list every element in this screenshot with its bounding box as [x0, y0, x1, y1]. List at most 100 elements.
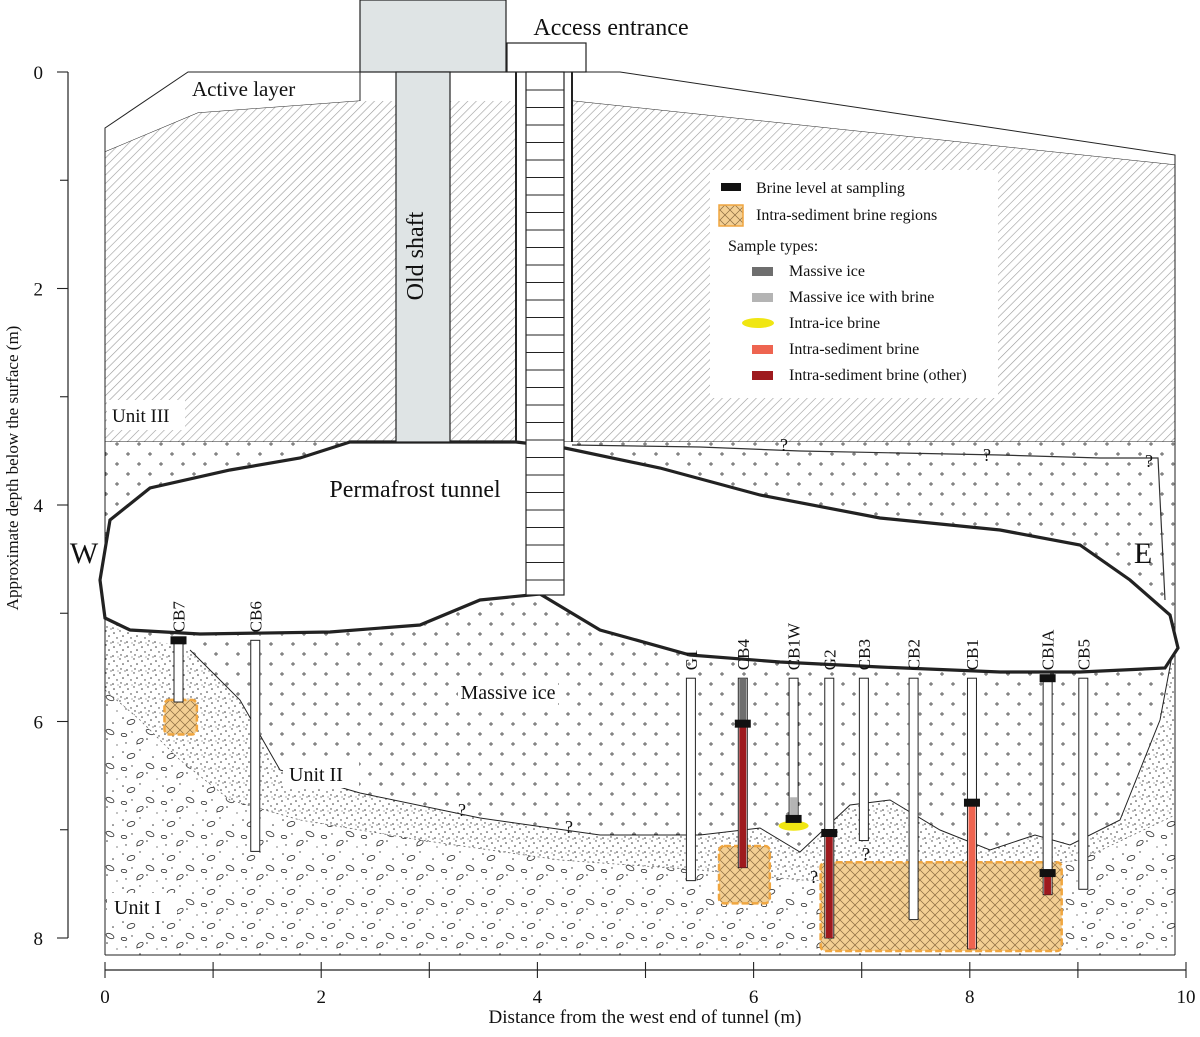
legend-box [710, 170, 998, 398]
y-axis-label: Approximate depth below the surface (m) [3, 326, 22, 611]
unit-ii-label: Unit II [289, 764, 343, 786]
borehole-cb4-label: CB4 [734, 639, 753, 671]
borehole-cb6: CB6 [246, 601, 265, 852]
massive-ice-label: Massive ice [461, 682, 556, 704]
y-tick-label: 4 [34, 496, 44, 517]
borehole-cb5: CB5 [1074, 639, 1093, 890]
borehole-g2-brine-sample [825, 832, 833, 938]
old-shaft-label: Old shaft [403, 211, 429, 300]
x-tick-label: 6 [749, 987, 759, 1008]
borehole-cbia: CBIA [1039, 629, 1058, 896]
borehole-g1: G1 [682, 649, 701, 882]
legend-swatch-1 [752, 267, 773, 276]
borehole-cb1w-label: CB1W [785, 622, 804, 670]
brine-region-3 [819, 860, 1063, 953]
borehole-cb7-casing [173, 639, 184, 703]
unit-iii-label: Unit III [112, 406, 170, 427]
borehole-cb3: CB3 [855, 639, 874, 842]
legend-label-4: Intra-sediment brine [789, 341, 919, 358]
x-tick-label: 10 [1177, 987, 1196, 1008]
west-label: W [70, 537, 99, 570]
borehole-cb2: CB2 [905, 639, 924, 921]
borehole-cb1-label: CB1 [963, 639, 982, 670]
unit-iii-label-bg [107, 400, 185, 430]
borehole-g2-brine-level [821, 828, 838, 837]
borehole-g2: G2 [820, 649, 839, 939]
question-mark-6: ? [862, 844, 870, 864]
unit-i-label-bg [107, 893, 177, 921]
borehole-cbia-label: CBIA [1039, 629, 1058, 670]
access-entrance-label: Access entrance [533, 15, 688, 41]
borehole-cb6-label: CB6 [246, 601, 265, 632]
ladder-rungs [526, 89, 564, 581]
borehole-cb1-brine-sample [968, 802, 976, 949]
borehole-cbia-brine-sample [1044, 873, 1052, 895]
active-layer-label: Active layer [192, 77, 295, 101]
borehole-cb2-casing [908, 677, 919, 921]
unit-i-label: Unit I [114, 897, 161, 919]
y-tick-label: 0 [34, 63, 44, 84]
active-layer-label-bg [188, 76, 312, 102]
question-mark-3: ? [1145, 451, 1153, 471]
borehole-cb5-label: CB5 [1074, 639, 1093, 670]
borehole-cb1w: CB1W [778, 622, 809, 831]
permafrost-tunnel-label: Permafrost tunnel [329, 477, 501, 503]
legend-swatch-2 [752, 293, 773, 302]
borehole-cb1w-ice-with-brine [790, 797, 798, 819]
borehole-cb7-label: CB7 [170, 601, 189, 633]
borehole-g1-casing [685, 677, 696, 882]
access-ladder [525, 71, 565, 596]
question-mark-5: ? [565, 817, 573, 837]
y-tick-label: 2 [34, 280, 44, 301]
question-mark-4: ? [458, 800, 466, 820]
legend-swatch-4 [752, 345, 773, 354]
legend-brine-level-swatch [721, 183, 741, 191]
legend-label-2: Massive ice with brine [789, 289, 934, 306]
legend-sample-types-title: Sample types: [728, 238, 818, 255]
borehole-cb4-brine-sample [739, 723, 747, 868]
brine-regions-group [163, 698, 1063, 953]
legend-brine-level-label: Brine level at sampling [756, 180, 905, 197]
x-tick-label: 4 [533, 987, 543, 1008]
borehole-cb7-brine-level [170, 636, 187, 645]
y-tick-label: 6 [34, 713, 44, 734]
old-shaft-head [359, 0, 507, 73]
question-mark-7: ? [810, 867, 818, 887]
borehole-cb5-casing [1078, 677, 1089, 890]
legend-label-5: Intra-sediment brine (other) [789, 367, 967, 384]
borehole-cbia-casing [1042, 677, 1053, 896]
borehole-cb1: CB1 [963, 639, 982, 950]
legend-brine-regions-swatch [718, 204, 744, 227]
unit-iii-layer [105, 101, 1175, 442]
borehole-cb1w-brine-level [785, 814, 802, 823]
legend-swatch-5 [752, 371, 773, 380]
y-tick-label: 8 [34, 929, 44, 950]
x-axis-label: Distance from the west end of tunnel (m) [489, 1007, 802, 1028]
question-mark-1: ? [780, 435, 788, 455]
uncertain-boundary-east [571, 444, 1166, 601]
legend: Brine level at sampling Intra-sediment b… [710, 170, 998, 398]
borehole-cb7: CB7 [170, 601, 189, 703]
borehole-cbia-brine-level [1039, 674, 1056, 683]
borehole-cb6-casing [250, 639, 261, 852]
borehole-cb4-massive-ice [739, 678, 747, 724]
borehole-cb1w-intra-ice-brine [778, 820, 809, 831]
borehole-cbia-brine-level-2 [1039, 869, 1056, 878]
old-shaft [395, 71, 451, 443]
borehole-cb2-label: CB2 [905, 639, 924, 670]
x-tick-label: 8 [965, 987, 975, 1008]
legend-swatch-3 [742, 318, 774, 328]
access-entrance-hatch [506, 42, 587, 73]
borehole-cb3-label: CB3 [855, 639, 874, 670]
y-axis: 0 2 4 6 8 [34, 63, 69, 950]
x-tick-label: 2 [316, 987, 326, 1008]
question-mark-2: ? [983, 445, 991, 465]
legend-brine-regions-label: Intra-sediment brine regions [756, 207, 937, 224]
borehole-cb4-brine-level [734, 719, 751, 728]
borehole-g1-label: G1 [682, 649, 701, 670]
borehole-cb3-casing [858, 677, 869, 842]
